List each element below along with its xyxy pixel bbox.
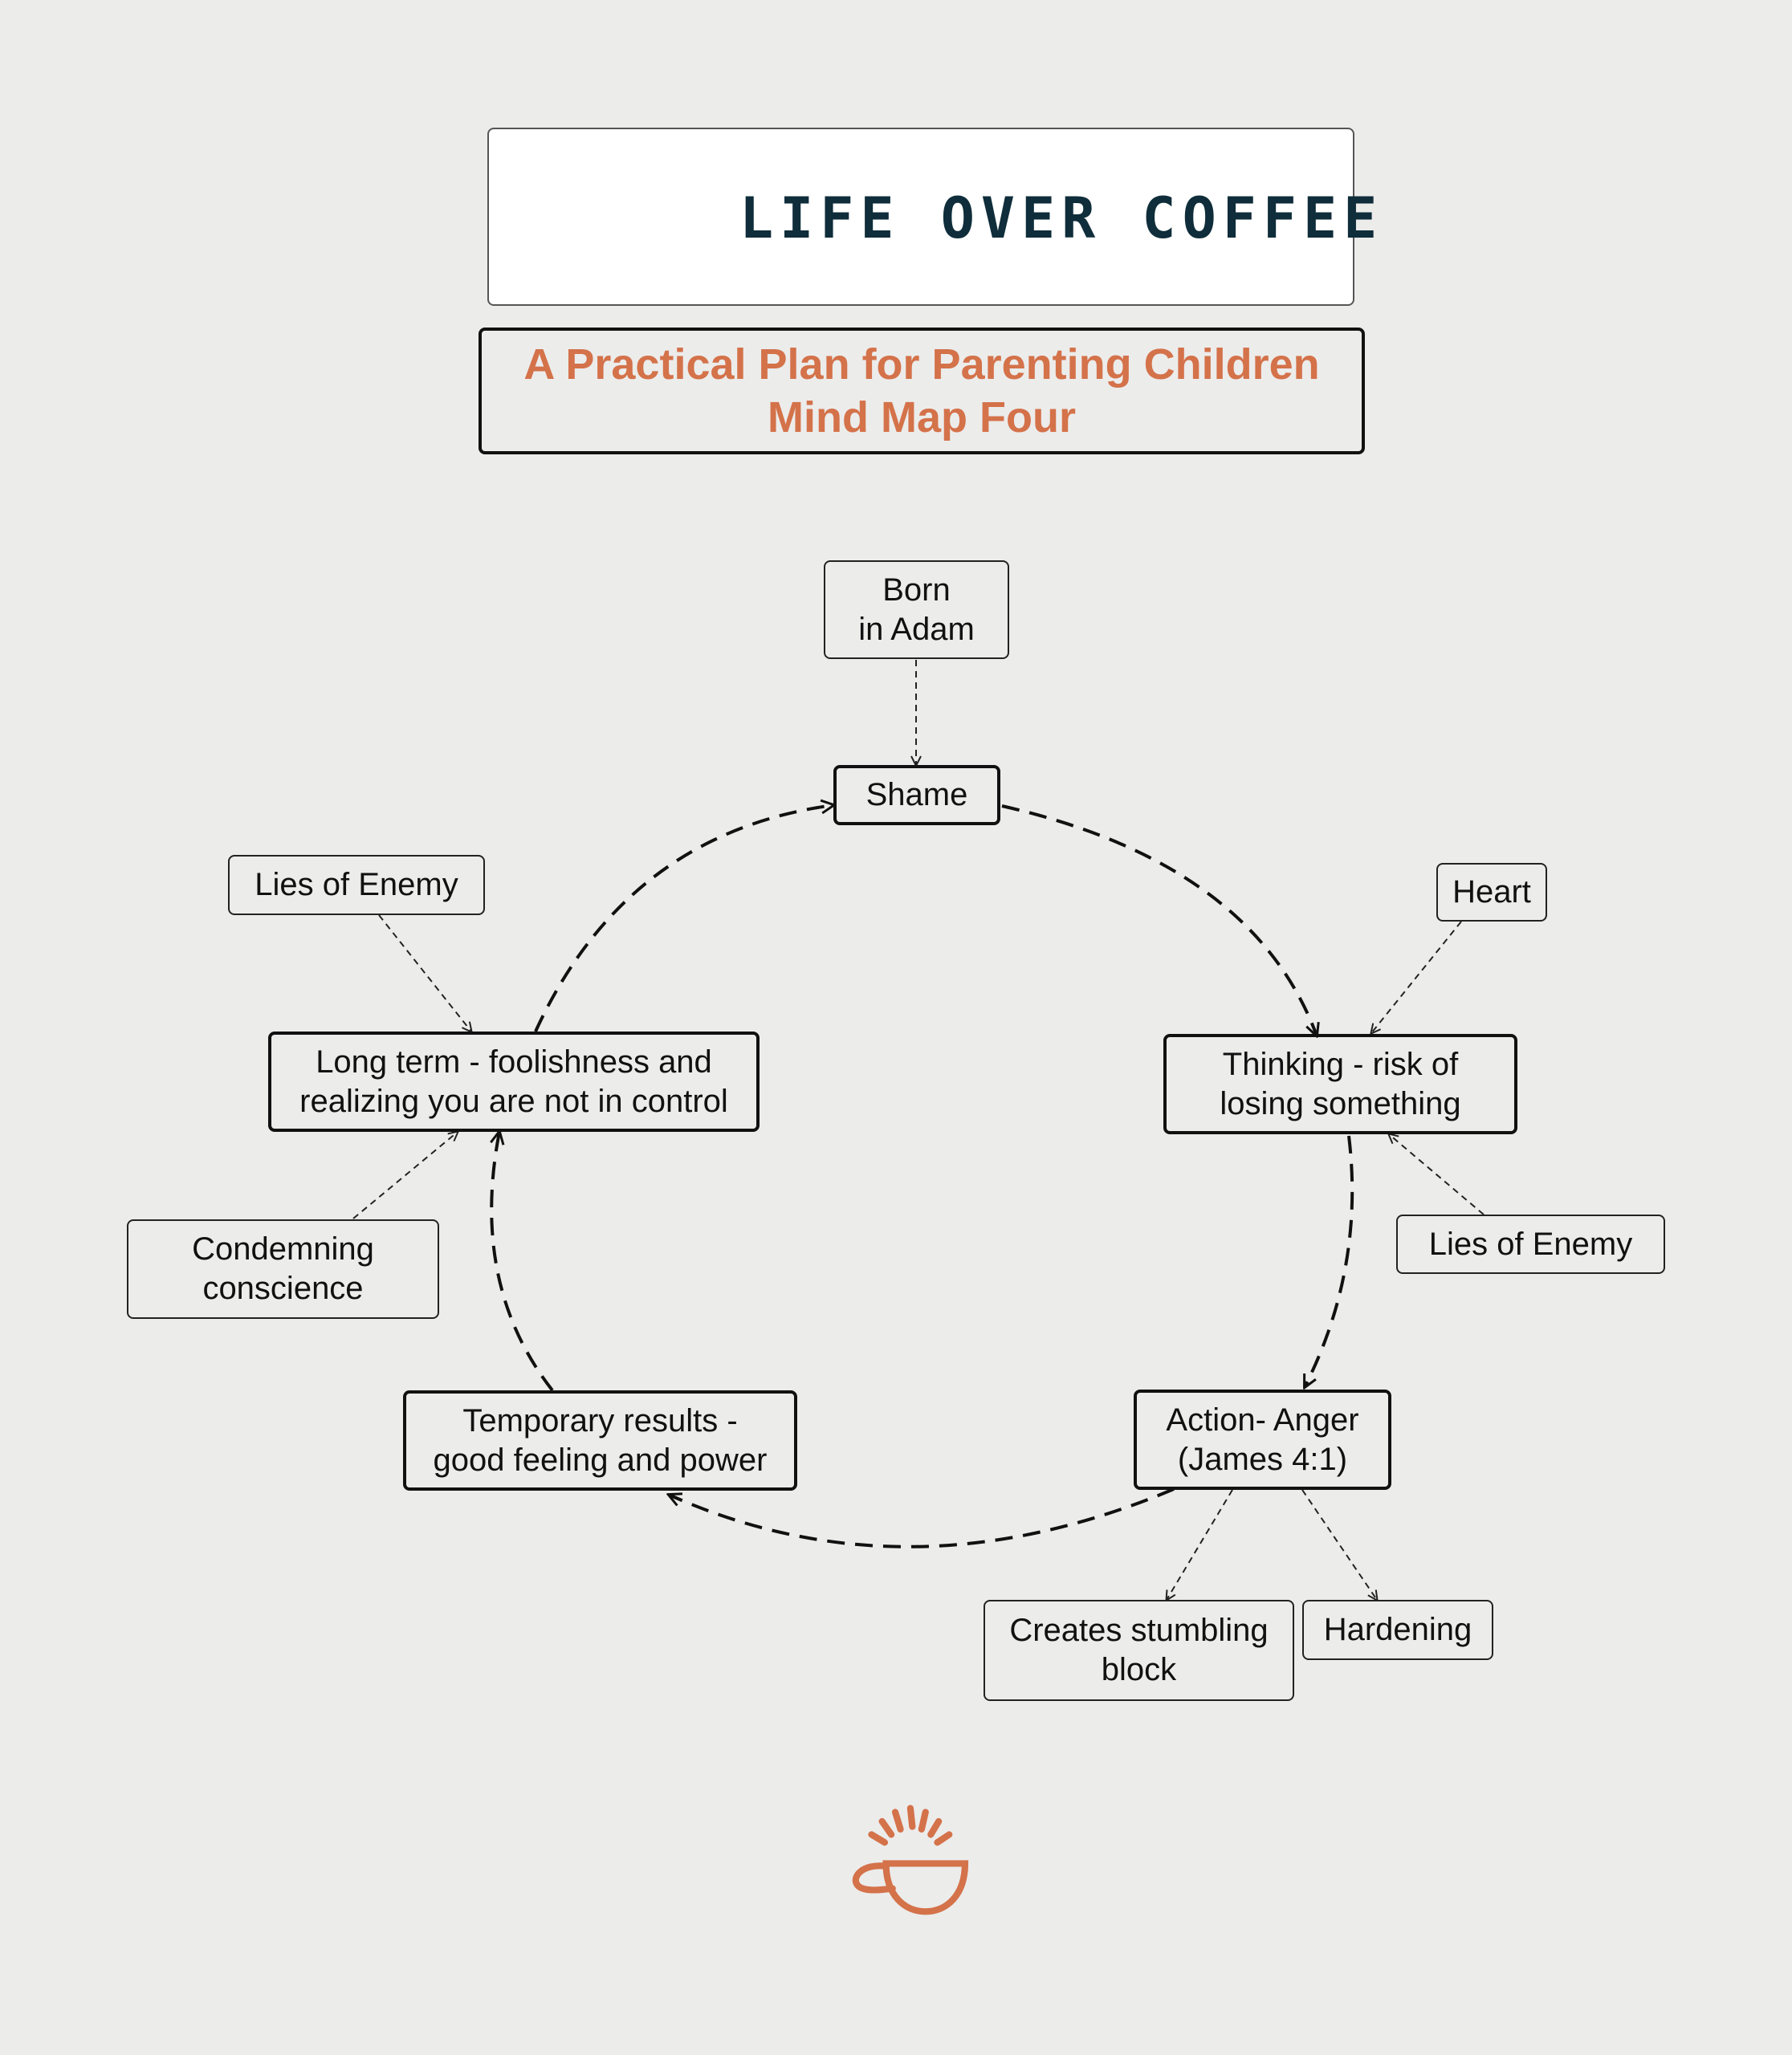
arrow-temporary-to-longterm (491, 1132, 554, 1392)
arrow-heart-to-thinking (1371, 921, 1462, 1033)
node-hardening: Hardening (1302, 1600, 1493, 1660)
arrow-lies-to-thinking (1389, 1134, 1485, 1215)
footer-cup-icon (856, 1809, 965, 1912)
node-creates-stumbling-block: Creates stumbling block (984, 1600, 1294, 1701)
arrow-shame-to-thinking (1001, 804, 1317, 1036)
node-shame: Shame (833, 765, 1000, 825)
arrow-condemning-to-longterm (352, 1132, 458, 1219)
node-heart: Heart (1436, 863, 1547, 922)
arrow-action-to-stumbling (1167, 1489, 1233, 1600)
influence-arrows (352, 660, 1485, 1600)
node-label: Thinking - risk of (1222, 1046, 1459, 1082)
node-label: Lies of Enemy (255, 867, 458, 902)
arrow-longterm-to-shame (534, 805, 833, 1032)
node-label: conscience (202, 1271, 364, 1306)
node-label: Long term - foolishness and (316, 1044, 712, 1080)
node-label: Action- Anger (1166, 1402, 1359, 1438)
node-label: Condemning (192, 1231, 374, 1267)
arrow-lies-to-longterm (378, 914, 471, 1032)
node-action-anger: Action- Anger (James 4:1) (1134, 1390, 1391, 1490)
node-label: Heart (1452, 874, 1531, 909)
arrow-thinking-to-action (1305, 1135, 1354, 1387)
arrow-action-to-hardening (1301, 1489, 1377, 1600)
node-long-term: Long term - foolishness and realizing yo… (268, 1032, 760, 1132)
node-label: Shame (865, 777, 968, 812)
title-line-1: A Practical Plan for Parenting Children (523, 340, 1320, 389)
node-label: (James 4:1) (1177, 1441, 1348, 1477)
node-label: Hardening (1323, 1612, 1472, 1647)
node-label: Born (882, 572, 951, 608)
node-label: Creates stumbling (1009, 1613, 1269, 1648)
node-born-in-adam: Born in Adam (824, 560, 1009, 659)
node-label: losing something (1220, 1085, 1461, 1121)
node-lies-of-enemy-left: Lies of Enemy (228, 855, 485, 915)
title-line-2: Mind Map Four (768, 393, 1076, 442)
node-label: realizing you are not in control (299, 1083, 728, 1119)
brand-logo: LIFE OVER COFFEE (487, 128, 1377, 306)
node-temporary-results: Temporary results - good feeling and pow… (403, 1390, 797, 1491)
brand-name: LIFE OVER COFFEE (739, 185, 1384, 251)
node-condemning-conscience: Condemning conscience (127, 1219, 439, 1319)
node-lies-of-enemy-right: Lies of Enemy (1396, 1215, 1665, 1274)
node-label: Temporary results - (462, 1402, 738, 1438)
node-thinking: Thinking - risk of losing something (1163, 1034, 1517, 1134)
cycle-arrows (491, 804, 1354, 1548)
node-label: in Adam (858, 611, 975, 647)
node-label: good feeling and power (433, 1442, 768, 1478)
node-label: Lies of Enemy (1428, 1226, 1633, 1262)
page-title: A Practical Plan for Parenting Children … (479, 328, 1365, 454)
node-label: block (1101, 1652, 1177, 1687)
arrow-action-to-temporary (669, 1487, 1175, 1548)
